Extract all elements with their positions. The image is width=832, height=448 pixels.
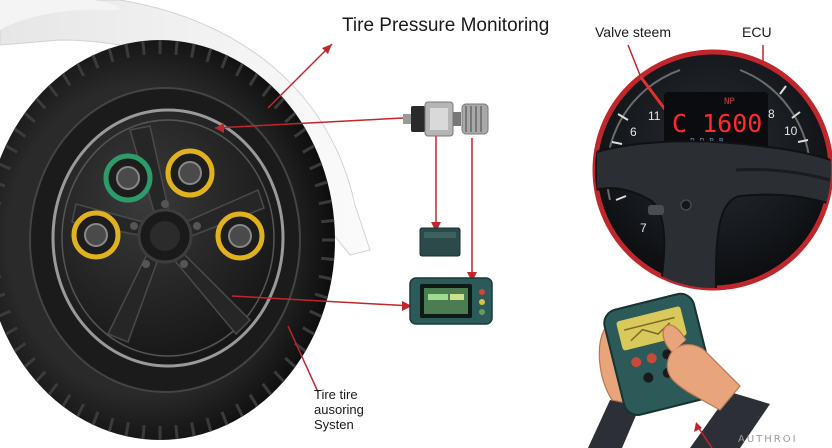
gauge-number: 11	[648, 109, 661, 123]
lcd-display	[664, 92, 768, 150]
lcd-top-text: NP	[724, 97, 735, 107]
scanner-callout-line	[231, 295, 413, 307]
tread-mark	[124, 43, 130, 58]
tread-mark	[0, 309, 11, 318]
ecu-label: ECU	[742, 24, 772, 40]
tread-mark	[261, 382, 273, 396]
sensor-green-icon	[103, 153, 153, 203]
tread-mark	[273, 370, 285, 383]
tread-mark	[13, 342, 27, 353]
valve-stem-label: Valve steem	[595, 24, 671, 40]
tread-mark	[190, 422, 196, 437]
tread-mark	[318, 274, 332, 281]
tread-mark	[23, 356, 36, 369]
tread-mark	[293, 127, 307, 138]
tread-mark	[220, 411, 229, 426]
tread-mark	[321, 218, 335, 224]
ecu-module-icon	[419, 227, 461, 257]
tread-mark	[4, 144, 18, 154]
tread-mark	[76, 403, 85, 418]
tread-mark	[318, 199, 332, 206]
wheel-sensors	[71, 148, 265, 261]
tread-mark	[47, 382, 59, 396]
tread-mark	[124, 422, 130, 437]
title-callout-line	[267, 43, 333, 109]
tread-mark	[314, 180, 328, 188]
tread-mark	[205, 417, 213, 432]
tread-mark	[205, 48, 213, 63]
tread-mark	[76, 62, 85, 77]
gauge-number: 10	[784, 124, 798, 138]
tread-mark	[61, 72, 72, 87]
sensor-yellow-top-icon	[165, 148, 215, 198]
valve-callout-line	[214, 117, 404, 129]
connector-icon	[461, 103, 489, 135]
tread-mark	[284, 356, 297, 369]
hands-icon	[588, 292, 770, 448]
tread-mark	[248, 72, 259, 87]
steering-wheel	[595, 140, 831, 288]
tread-mark	[61, 393, 72, 408]
dashboard-panel: 11 6 6 7 8 10 NP C 1600 B B B B	[592, 49, 832, 291]
tread-mark	[309, 162, 323, 171]
tread-mark	[0, 162, 11, 171]
tread-mark	[35, 370, 47, 383]
tread-mark	[302, 144, 316, 154]
tread-mark	[107, 48, 115, 63]
tread-mark	[220, 54, 229, 69]
tread-mark	[141, 40, 146, 56]
bottom-callout-line	[287, 325, 319, 393]
tread-mark	[261, 84, 273, 98]
tread-mark	[302, 326, 316, 336]
tread-mark	[0, 182, 6, 188]
tread-mark	[4, 326, 18, 336]
tread-mark	[91, 54, 100, 69]
gauge-ticks	[611, 85, 809, 201]
tread-mark	[23, 111, 36, 124]
callout-lines	[214, 43, 764, 393]
tread-mark	[174, 424, 179, 440]
tread-mark	[309, 309, 323, 318]
sensor-yellow-right-icon	[215, 211, 265, 261]
handheld-scanner-icon	[409, 277, 493, 325]
tread-mark	[0, 292, 6, 298]
valve-stem-sensor-icon	[403, 101, 461, 137]
tread-mark	[107, 417, 115, 432]
gauge-number: 6	[630, 125, 637, 139]
tread-mark	[321, 256, 335, 262]
tread-mark	[91, 411, 100, 426]
tire-system-label: Tire tire ausoring Systen	[314, 387, 364, 432]
tire-tread	[0, 40, 335, 440]
tread-mark	[174, 40, 179, 56]
diagram-title: Tire Pressure Monitoring	[342, 15, 550, 36]
tread-mark	[248, 393, 259, 408]
tread-mark	[47, 84, 59, 98]
tread-mark	[141, 424, 146, 440]
tread-mark	[13, 127, 27, 138]
tread-mark	[314, 292, 328, 300]
tread-mark	[35, 97, 47, 110]
watermark: AUTHROI	[738, 434, 798, 445]
gauge-number: 7	[640, 221, 647, 235]
tread-mark	[235, 403, 244, 418]
tread-mark	[190, 43, 196, 58]
tread-mark	[273, 97, 285, 110]
sensor-yellow-left-icon	[71, 210, 121, 260]
gauge-number: 8	[768, 107, 775, 121]
lcd-main-text: C 1600	[672, 109, 762, 138]
wheel-icon	[0, 40, 335, 440]
tread-mark	[284, 111, 297, 124]
tread-mark	[235, 62, 244, 77]
